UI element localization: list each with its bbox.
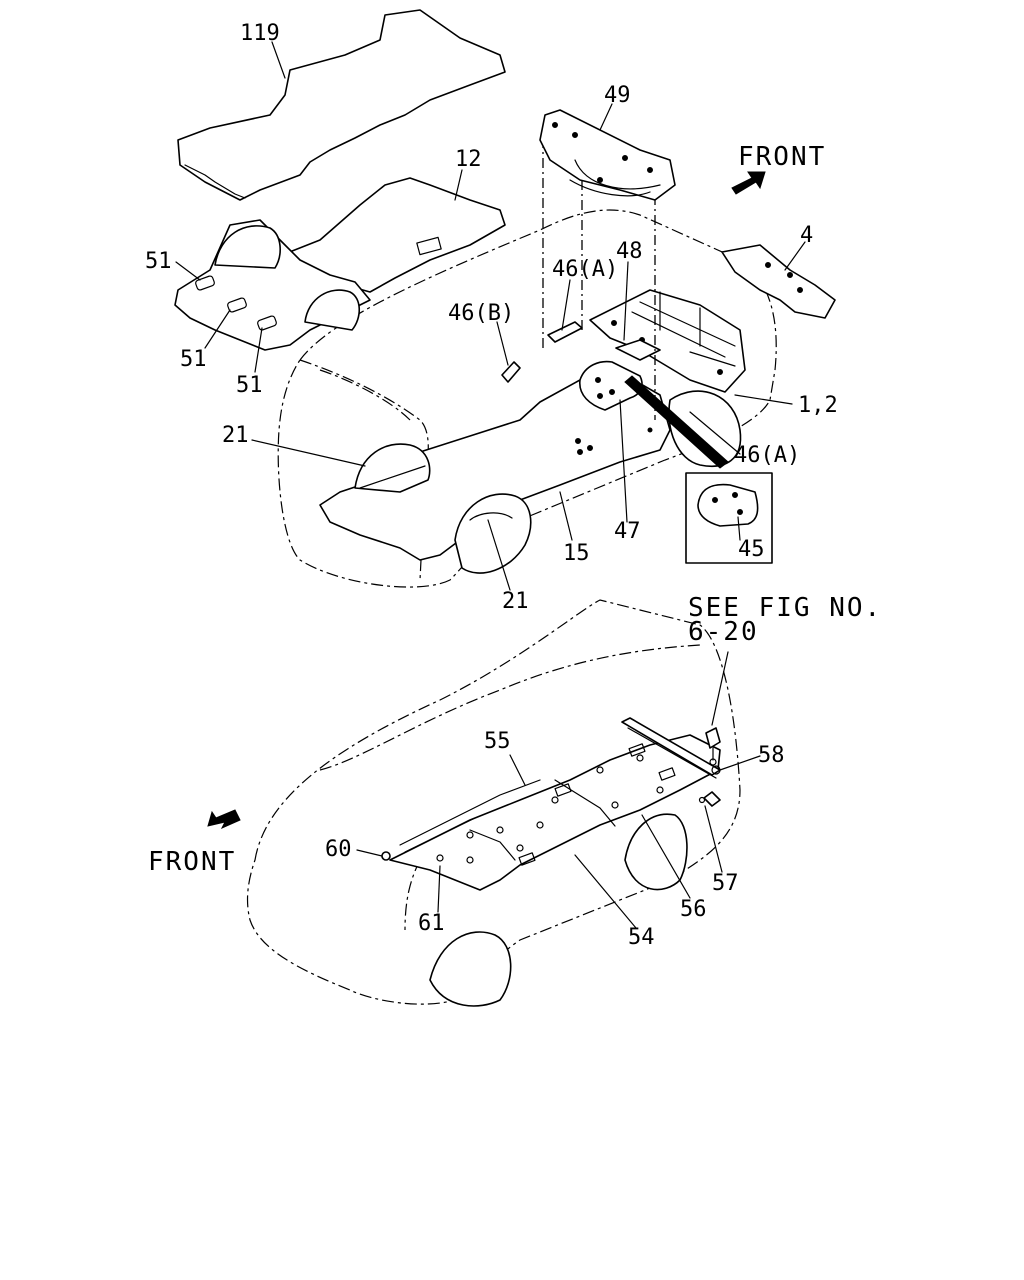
rail-55 (399, 779, 541, 846)
label-see-fig-line2: 6-20 (688, 617, 759, 647)
lower-rear-wheel (624, 813, 688, 891)
pad-51-a (195, 275, 215, 291)
right-rear-wheel (668, 390, 742, 467)
leader-lines (175, 41, 806, 929)
upper-van-window-line (319, 369, 411, 421)
label-1-2: 1,2 (798, 393, 838, 418)
label-45: 45 (738, 537, 765, 562)
label-119: 119 (240, 21, 280, 46)
lower-van-body-outline (246, 599, 741, 1005)
label-21-a: 21 (222, 423, 249, 448)
pad-51-c (257, 315, 277, 331)
bracket-48 (615, 339, 661, 361)
label-51-c: 51 (236, 373, 263, 398)
label-see-fig-line1: SEE FIG NO. (688, 593, 882, 623)
lower-van-window-line (319, 644, 701, 771)
clip-57 (703, 791, 721, 807)
lower-front-wheel (429, 931, 512, 1007)
label-4: 4 (800, 223, 813, 248)
wheel-arch-left-mat (214, 225, 281, 269)
panel-4 (721, 244, 836, 319)
label-47: 47 (614, 519, 641, 544)
label-21-b: 21 (502, 589, 529, 614)
part-labels: 119 12 49 FRONT 4 51 51 51 46(A) 48 46(B… (145, 21, 882, 950)
pad-51-b (227, 297, 247, 313)
label-46a-top: 46(A) (552, 257, 618, 282)
plate-45 (697, 483, 759, 527)
label-61: 61 (418, 911, 445, 936)
label-12: 12 (455, 147, 482, 172)
upper-van-roof-line (299, 359, 429, 581)
fastener-6-20 (705, 727, 721, 749)
label-front-top: FRONT (738, 142, 826, 172)
lower-van-assembly (207, 599, 741, 1007)
label-48: 48 (616, 239, 643, 264)
label-15: 15 (563, 541, 590, 566)
label-60: 60 (325, 837, 352, 862)
inset-box-45 (685, 472, 773, 564)
label-51-b: 51 (180, 347, 207, 372)
label-46a-right: 46(A) (734, 443, 800, 468)
floor-panel-15 (319, 371, 671, 561)
label-58: 58 (758, 743, 785, 768)
label-54: 54 (628, 925, 655, 950)
label-front-bottom: FRONT (148, 847, 236, 877)
wheel-arch-21-rear (354, 443, 431, 493)
undercover-54 (389, 734, 721, 891)
label-57: 57 (712, 871, 739, 896)
label-56: 56 (680, 897, 707, 922)
label-55: 55 (484, 729, 511, 754)
label-49: 49 (604, 83, 631, 108)
upper-van-assembly (174, 9, 836, 588)
strip-46a-top (547, 321, 583, 343)
label-51-a: 51 (145, 249, 172, 274)
wheel-arch-right-mat (304, 289, 361, 331)
front-arrow-top-icon (731, 171, 766, 195)
cable-46a (624, 375, 729, 469)
mat-119 (177, 9, 506, 201)
bolt-60 (381, 851, 391, 861)
strip-46b (501, 361, 521, 383)
label-46b: 46(B) (448, 301, 514, 326)
front-arrow-bottom-icon (207, 809, 241, 830)
